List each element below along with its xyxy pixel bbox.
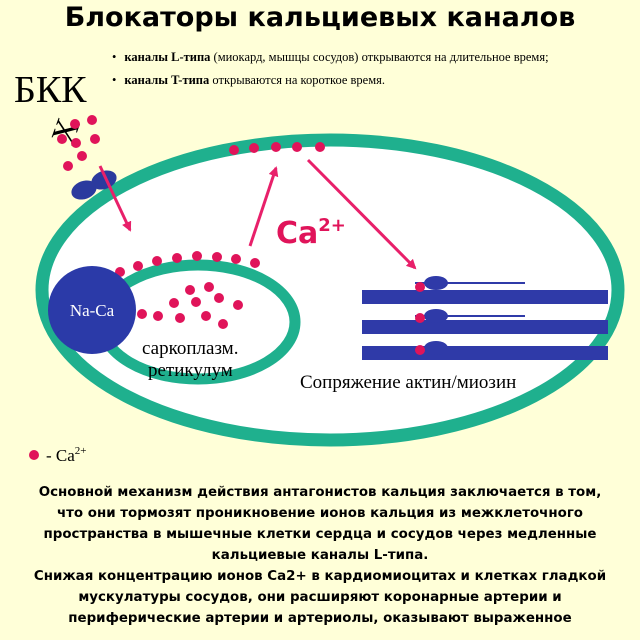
channel-types-list: каналы L-типа (миокард, мышцы сосудов) о… — [112, 50, 549, 96]
calcium-ion — [175, 313, 185, 323]
description-line: периферические артерии и артериолы, оказ… — [68, 611, 572, 626]
legend-label-sup: 2+ — [75, 445, 87, 457]
calcium-ion — [185, 285, 195, 295]
calcium-ion — [192, 251, 202, 261]
actin-filament — [452, 320, 608, 334]
ca-label-sup: 2+ — [318, 215, 346, 236]
calcium-ion — [169, 298, 179, 308]
bullet-t-type: каналы T-типа открываются на короткое вр… — [112, 73, 549, 88]
calcium-ion — [218, 319, 228, 329]
bullet-l-type-text: (миокард, мышцы сосудов) открываются на … — [210, 50, 549, 64]
calcium-ion — [87, 115, 97, 125]
bullet-l-type-bold: каналы L-типа — [124, 50, 211, 64]
bound-calcium-ion — [415, 282, 425, 292]
bullet-t-type-text: открываются на короткое время. — [209, 73, 386, 87]
bound-calcium-ion — [415, 345, 425, 355]
actin-myosin-label: Сопряжение актин/миозин — [300, 372, 516, 393]
calcium-ion — [90, 134, 100, 144]
na-ca-exchanger — [48, 266, 136, 354]
calcium-ion — [249, 143, 259, 153]
legend-ion-swatch — [29, 450, 39, 460]
calcium-ion — [214, 293, 224, 303]
ca-label: Ca2+ — [276, 215, 346, 251]
calcium-ion — [63, 161, 73, 171]
calcium-ion — [315, 142, 325, 152]
calcium-ion — [71, 138, 81, 148]
myosin-head — [424, 276, 448, 290]
calcium-ion — [133, 261, 143, 271]
description-line: кальциевые каналы L-типа. — [211, 548, 429, 563]
calcium-ion — [137, 309, 147, 319]
description-text: Основной механизм действия антагонистов … — [18, 482, 622, 629]
reticulum-stored-ions — [137, 282, 243, 329]
reticulum-label-line1: саркоплазм. — [142, 338, 238, 359]
description-line: Снижая концентрацию ионов Ca2+ в кардиом… — [33, 569, 607, 584]
reticulum-surface-ions — [115, 251, 260, 277]
bound-calcium-ion — [415, 313, 425, 323]
calcium-ion — [172, 253, 182, 263]
ca-label-base: Ca — [276, 216, 318, 251]
calcium-ion — [153, 311, 163, 321]
calcium-ion — [292, 142, 302, 152]
calcium-ion — [233, 300, 243, 310]
calcium-ion — [231, 254, 241, 264]
calcium-ion — [191, 297, 201, 307]
influx-arrow — [98, 165, 132, 232]
page-title: Блокаторы кальциевых каналов — [64, 2, 576, 33]
calcium-ion — [57, 134, 67, 144]
calcium-ion — [152, 256, 162, 266]
description-line: Основной механизм действия антагонистов … — [38, 485, 602, 500]
na-ca-label: Na-Ca — [70, 301, 115, 320]
legend-label-base: - Ca — [46, 446, 75, 465]
membrane-ions — [229, 142, 325, 155]
myosin-head — [424, 309, 448, 323]
myofibril — [362, 276, 608, 360]
calcium-channel-left — [71, 180, 97, 200]
calcium-ion — [229, 145, 239, 155]
description-line: пространства в мышечные клетки сердца и … — [43, 527, 597, 542]
bullet-t-type-bold: каналы T-типа — [124, 73, 210, 87]
reticulum-label-line2: ретикулум — [148, 360, 233, 381]
calcium-ion — [212, 252, 222, 262]
calcium-ion — [250, 258, 260, 268]
actin-filament — [452, 290, 608, 304]
calcium-ion — [271, 142, 281, 152]
to-myofibril-arrow — [306, 158, 417, 270]
legend: - Ca2+ — [29, 445, 87, 465]
myosin-head — [424, 341, 448, 355]
description-line: что они тормозят проникновение ионов кал… — [56, 506, 584, 521]
calcium-ion — [70, 119, 80, 129]
calcium-ion — [77, 151, 87, 161]
description-line: мускулатуры сосудов, они расширяют корон… — [78, 590, 562, 605]
blocker-x-mark: X — [45, 114, 88, 150]
calcium-ion — [204, 282, 214, 292]
release-arrow — [248, 166, 279, 247]
actin-filament — [452, 346, 608, 360]
blocker-label: БКК — [14, 69, 87, 111]
extracellular-ions — [57, 115, 100, 171]
bullet-l-type: каналы L-типа (миокард, мышцы сосудов) о… — [112, 50, 549, 65]
calcium-ion — [201, 311, 211, 321]
legend-label: - Ca2+ — [46, 445, 87, 465]
